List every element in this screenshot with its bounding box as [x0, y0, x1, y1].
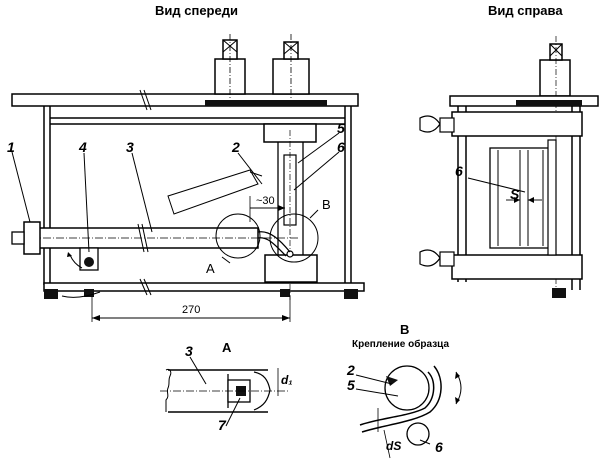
callout-5: 5: [337, 120, 345, 136]
detail-b-title: В: [400, 322, 410, 337]
detail-a-callout-7: 7: [218, 417, 226, 433]
right-view: [419, 36, 599, 300]
callout-4: 4: [79, 139, 87, 155]
detail-b-subtitle: Крепление образца: [352, 339, 450, 350]
callout-3: 3: [126, 139, 134, 155]
callout-6: 6: [337, 139, 345, 155]
front-view: [11, 34, 365, 322]
detail-b-callout-6: 6: [435, 439, 443, 455]
right-view-title: Вид справа: [488, 3, 563, 18]
detail-a-title: А: [222, 340, 232, 355]
dim-gap: ~30: [256, 195, 275, 207]
detail-a: [160, 356, 288, 427]
detail-a-circle: [215, 213, 261, 259]
detail-b-callout-2: 2: [347, 362, 355, 378]
callout-b: В: [322, 197, 331, 212]
right-dim-s: S: [510, 186, 520, 202]
detail-b: [355, 365, 462, 459]
detail-b-callout-5: 5: [347, 377, 355, 393]
detail-b-circle: [269, 213, 319, 263]
front-view-title: Вид спереди: [155, 3, 238, 18]
dim-length: 270: [182, 304, 201, 316]
detail-a-d1: d₁: [281, 373, 293, 387]
detail-b-ds: dS: [386, 439, 402, 453]
right-callout-6: 6: [455, 163, 463, 179]
callout-a: А: [206, 261, 215, 276]
callout-1: 1: [7, 139, 15, 155]
callout-2: 2: [232, 139, 240, 155]
detail-a-callout-3: 3: [185, 343, 193, 359]
